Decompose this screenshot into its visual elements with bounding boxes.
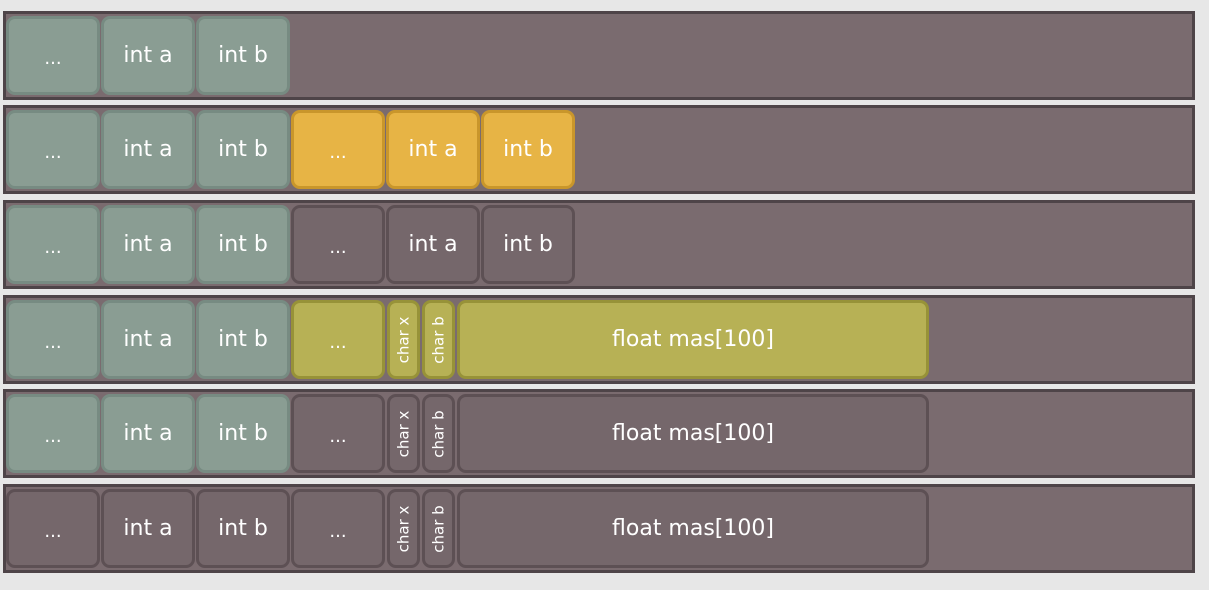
cell-label: char x [394, 410, 413, 457]
int-b-cell: int b [481, 110, 575, 189]
stack-row-1: ... int a int b [3, 11, 1195, 100]
int-a-cell: int a [386, 205, 480, 284]
char-b-cell: char b [422, 489, 455, 568]
ellipsis-cell: ... [6, 16, 100, 95]
cell-label: int b [218, 421, 268, 446]
int-b-cell: int b [196, 205, 290, 284]
int-b-cell: int b [481, 205, 575, 284]
stack-row-2: ... int a int b ... int a int b [3, 105, 1195, 194]
char-b-cell: char b [422, 394, 455, 473]
ellipsis-cell: ... [6, 110, 100, 189]
cell-label: float mas[100] [612, 327, 774, 352]
cell-label: int a [408, 232, 458, 257]
char-b-cell: char b [422, 300, 455, 379]
cell-label: ... [44, 237, 62, 258]
cell-label: int b [218, 327, 268, 352]
int-a-cell: int a [101, 16, 195, 95]
int-b-cell: int b [196, 489, 290, 568]
cell-label: int b [218, 137, 268, 162]
ellipsis-cell: ... [6, 394, 100, 473]
cell-label: ... [44, 332, 62, 353]
cell-label: int b [218, 232, 268, 257]
cell-label: int a [123, 137, 173, 162]
cell-label: int b [503, 137, 553, 162]
cell-label: int a [123, 232, 173, 257]
int-a-cell: int a [101, 300, 195, 379]
int-a-cell: int a [101, 110, 195, 189]
int-b-cell: int b [196, 300, 290, 379]
cell-label: int a [408, 137, 458, 162]
stack-row-4: ... int a int b ... char x char b float … [3, 295, 1195, 384]
ellipsis-cell: ... [6, 300, 100, 379]
float-array-cell: float mas[100] [457, 489, 929, 568]
int-a-cell: int a [386, 110, 480, 189]
cell-label: char x [394, 505, 413, 552]
int-b-cell: int b [196, 394, 290, 473]
cell-label: int a [123, 43, 173, 68]
cell-label: ... [44, 48, 62, 69]
cell-label: float mas[100] [612, 421, 774, 446]
ellipsis-cell: ... [291, 110, 385, 189]
char-x-cell: char x [387, 489, 420, 568]
cell-label: char b [429, 315, 448, 364]
char-x-cell: char x [387, 394, 420, 473]
cell-label: char b [429, 409, 448, 458]
cell-label: int a [123, 327, 173, 352]
int-a-cell: int a [101, 489, 195, 568]
cell-label: ... [329, 142, 347, 163]
cell-label: ... [44, 426, 62, 447]
cell-label: char b [429, 504, 448, 553]
int-b-cell: int b [196, 16, 290, 95]
cell-label: ... [44, 521, 62, 542]
ellipsis-cell: ... [6, 205, 100, 284]
cell-label: int a [123, 421, 173, 446]
cell-label: ... [329, 332, 347, 353]
cell-label: ... [329, 237, 347, 258]
stack-row-6: ... int a int b ... char x char b float … [3, 484, 1195, 573]
cell-label: ... [329, 426, 347, 447]
int-a-cell: int a [101, 394, 195, 473]
stack-row-3: ... int a int b ... int a int b [3, 200, 1195, 289]
stack-row-5: ... int a int b ... char x char b float … [3, 389, 1195, 478]
ellipsis-cell: ... [291, 489, 385, 568]
ellipsis-cell: ... [291, 394, 385, 473]
cell-label: int b [218, 516, 268, 541]
ellipsis-cell: ... [6, 489, 100, 568]
cell-label: int b [218, 43, 268, 68]
int-b-cell: int b [196, 110, 290, 189]
float-array-cell: float mas[100] [457, 394, 929, 473]
ellipsis-cell: ... [291, 205, 385, 284]
char-x-cell: char x [387, 300, 420, 379]
ellipsis-cell: ... [291, 300, 385, 379]
cell-label: ... [44, 142, 62, 163]
cell-label: ... [329, 521, 347, 542]
cell-label: int b [503, 232, 553, 257]
int-a-cell: int a [101, 205, 195, 284]
float-array-cell: float mas[100] [457, 300, 929, 379]
cell-label: float mas[100] [612, 516, 774, 541]
cell-label: char x [394, 316, 413, 363]
cell-label: int a [123, 516, 173, 541]
